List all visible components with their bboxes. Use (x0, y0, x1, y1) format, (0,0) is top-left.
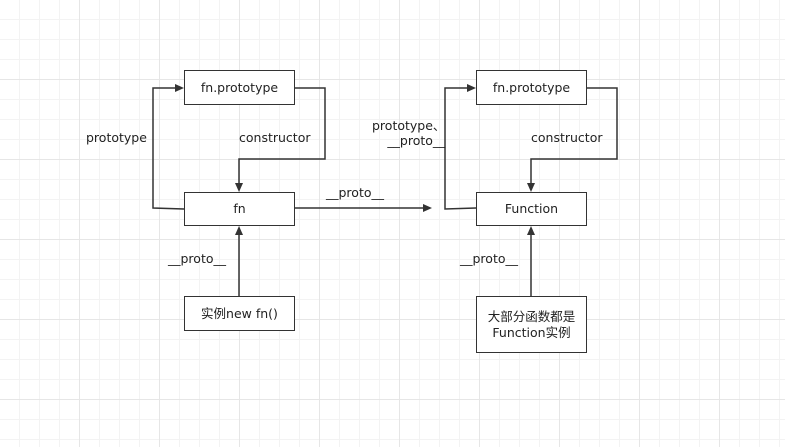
edge-constructor-right (530, 87, 618, 183)
edge-constructor-left (238, 87, 326, 183)
node-fn-prototype-left-label: fn.prototype (200, 79, 279, 95)
node-instance[interactable]: 实例new fn() (184, 296, 295, 331)
arrowhead-prototype-right (467, 84, 476, 92)
label-fn-to-function-proto: __proto__ (326, 185, 384, 200)
node-fn-label: fn (233, 201, 246, 216)
label-constructor-right: constructor (531, 130, 603, 145)
arrowhead-instance-proto (235, 226, 243, 235)
label-prototype-proto-right: prototype、 __proto__ (372, 118, 446, 148)
node-fn-prototype-left[interactable]: fn.prototype (184, 70, 295, 105)
node-most-functions-label: 大部分函数都是 Function实例 (487, 308, 576, 340)
node-function-label: Function (504, 201, 559, 216)
node-fn-prototype-right-label: fn.prototype (492, 79, 571, 95)
edge-fn-to-prototype-left (152, 87, 185, 210)
label-functions-proto: __proto__ (460, 251, 518, 266)
arrowhead-constructor-left (235, 183, 243, 192)
arrowhead-fn-to-function (423, 204, 432, 212)
node-instance-label: 实例new fn() (201, 305, 278, 321)
arrowhead-prototype-left (175, 84, 184, 92)
arrowhead-functions-proto (527, 226, 535, 235)
node-fn[interactable]: fn (184, 192, 295, 226)
label-instance-proto: __proto__ (168, 251, 226, 266)
node-most-functions[interactable]: 大部分函数都是 Function实例 (476, 296, 587, 353)
label-constructor-left: constructor (239, 130, 311, 145)
edge-function-to-prototype-right (444, 87, 477, 210)
arrowhead-constructor-right (527, 183, 535, 192)
node-function[interactable]: Function (476, 192, 587, 226)
node-fn-prototype-right[interactable]: fn.prototype (476, 70, 587, 105)
label-prototype-left: prototype (86, 130, 147, 145)
